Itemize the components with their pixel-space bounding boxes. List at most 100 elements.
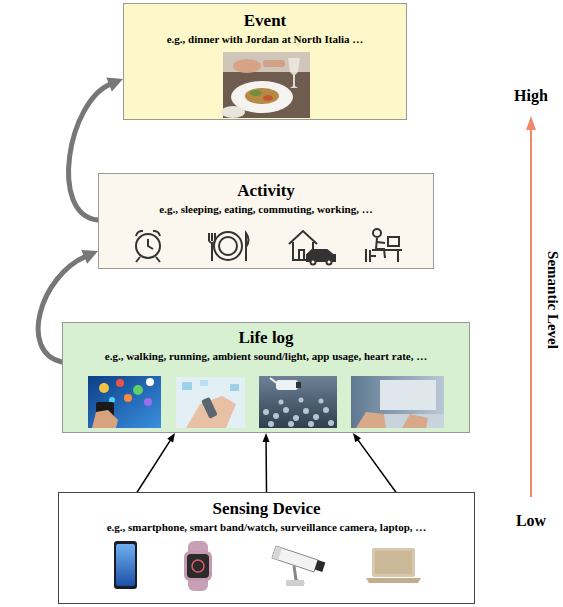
app-usage-photo-part: [99, 383, 109, 393]
axis-high-label: High: [514, 87, 548, 105]
semantic-layer-box: Activitye.g., sleeping, eating, commutin…: [98, 173, 434, 269]
surveillance-crowd-photo-part-part: [279, 400, 284, 405]
surveillance-camera-device-part: [286, 580, 304, 586]
smartwatch-device-part: [188, 541, 208, 591]
desk-work-icon-part: [370, 250, 376, 262]
app-usage-photo-part: [124, 394, 132, 402]
app-usage-photo-part: [146, 378, 154, 386]
commute-icon-part: [327, 260, 332, 265]
dinner-photo-part: [245, 88, 279, 104]
surveillance-crowd-photo-part-part: [268, 421, 274, 427]
surveillance-crowd-photo: [259, 376, 337, 428]
dinner-photo-part: [223, 52, 310, 118]
surveillance-crowd-photo-part-part: [328, 420, 334, 426]
laptop-device-part: [375, 551, 412, 574]
app-usage-photo-part: [92, 410, 118, 428]
app-usage-photo-part: [116, 379, 124, 387]
surveillance-camera-device-part: [294, 566, 304, 584]
surveillance-crowd-photo-part-part: [288, 421, 294, 427]
plate-cutlery-icon-part: [214, 232, 242, 260]
device-layer-box: Sensing Devicee.g., smartphone, smart ba…: [58, 492, 475, 604]
arrow-head: [263, 433, 270, 442]
layer-title: Life log: [63, 328, 469, 348]
commute-icon-part: [299, 250, 304, 260]
arrow-head: [353, 433, 361, 442]
commute-icon-part: [311, 260, 316, 265]
alarm-clock-icon-part: [136, 257, 160, 262]
surveillance-crowd-photo-part: [259, 376, 337, 428]
commute-icon-part: [293, 242, 313, 260]
smart-band-photo-part: [230, 384, 239, 391]
alarm-clock-icon-part: [153, 231, 160, 236]
surveillance-crowd-photo-part-part: [299, 398, 304, 403]
data-flow-arrow: [265, 440, 267, 492]
app-usage-photo-part: [96, 402, 114, 428]
layer-title: Sensing Device: [59, 499, 474, 519]
app-usage-photo-part: [144, 398, 152, 406]
laptop-typing-photo-part: [362, 414, 444, 428]
smart-band-photo-part: [186, 396, 236, 428]
arrow-head: [81, 250, 98, 264]
plate-cutlery-icon-part: [219, 237, 237, 255]
smartphone-device: [114, 541, 137, 589]
semantic-level-arrow-part: [526, 116, 536, 130]
semantic-layer-box: Life loge.g., walking, running, ambient …: [62, 322, 470, 433]
surveillance-crowd-photo-part-part: [263, 409, 269, 415]
layer-examples: e.g., walking, running, ambient sound/li…: [63, 349, 469, 363]
surveillance-crowd-photo-part-part: [293, 415, 299, 421]
desk-work-icon-part: [372, 250, 402, 262]
axis-low-label: Low: [516, 512, 546, 530]
surveillance-crowd-photo-part-part: [303, 408, 309, 414]
plate-cutlery-icon-part: [209, 233, 215, 261]
layer-title: Event: [124, 11, 406, 31]
plate-cutlery-icon: [209, 232, 249, 261]
smart-band-photo: [176, 377, 245, 428]
laptop-device-part: [372, 548, 415, 577]
layer-examples: e.g., sleeping, eating, commuting, worki…: [99, 202, 433, 216]
smartphone-device-part: [116, 544, 135, 586]
smart-band-photo-part: [201, 397, 218, 419]
commute-icon-part: [307, 250, 335, 261]
smartwatch-device: [184, 541, 212, 591]
laptop-typing-photo-part: [380, 380, 436, 410]
semantic-level-arrow-part: [530, 128, 532, 497]
app-usage-photo-part: [88, 376, 161, 428]
laptop-device: [366, 548, 421, 583]
desk-work-icon-part: [373, 229, 381, 237]
dinner-photo-part: [231, 81, 293, 113]
commute-icon-part: [289, 231, 317, 244]
desk-work-icon-part: [376, 238, 385, 258]
surveillance-camera-device: [272, 546, 325, 586]
layer-examples: e.g., dinner with Jordan at North Italia…: [124, 32, 406, 46]
surveillance-crowd-photo-part: [296, 382, 301, 388]
surveillance-crowd-photo-part: [263, 398, 334, 428]
smart-band-photo-part: [200, 380, 208, 386]
surveillance-crowd-photo-part-part: [313, 414, 319, 420]
data-flow-arrow: [137, 439, 171, 492]
smartwatch-device-part: [187, 554, 209, 578]
app-usage-photo-part: [133, 385, 143, 395]
surveillance-camera-device-part: [272, 546, 318, 572]
smartwatch-device-part: [192, 560, 204, 572]
surveillance-crowd-photo-part-part: [283, 407, 289, 413]
alarm-clock-icon-part: [136, 234, 160, 258]
dinner-photo-part: [250, 90, 262, 96]
laptop-device-part: [366, 578, 421, 583]
surveillance-crowd-photo-part-part: [308, 421, 314, 427]
commute-icon: [289, 231, 335, 265]
semantic-layer-box: Evente.g., dinner with Jordan at North I…: [123, 3, 407, 120]
surveillance-camera-device-part: [272, 546, 282, 560]
dinner-photo-part: [263, 95, 273, 101]
laptop-typing-photo-part: [402, 414, 428, 428]
alarm-clock-icon: [136, 231, 160, 262]
smart-band-photo-part: [182, 382, 192, 390]
desk-work-icon: [366, 229, 402, 262]
smartwatch-device-part: [184, 551, 212, 581]
layer-title: Activity: [99, 181, 433, 201]
laptop-typing-photo-part: [351, 376, 444, 428]
smartphone-device-part: [114, 541, 137, 589]
desk-work-icon-part: [377, 242, 385, 243]
surveillance-crowd-photo-part: [270, 378, 278, 384]
surveillance-crowd-photo-part-part: [319, 399, 324, 404]
